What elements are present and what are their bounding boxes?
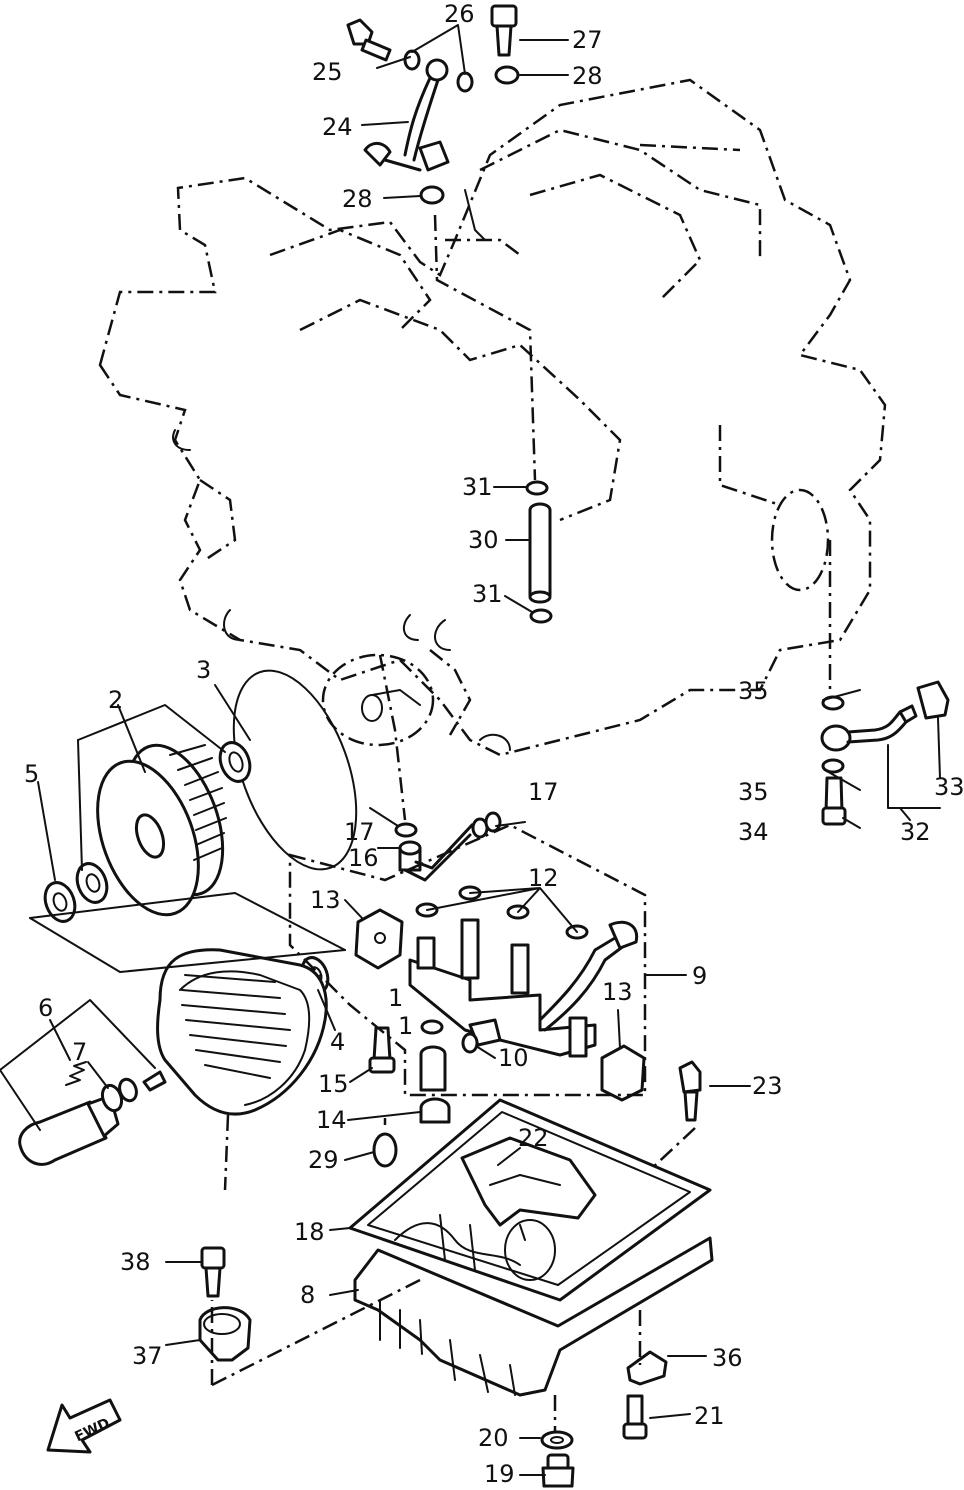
- callout-35-lower: 35: [738, 778, 769, 806]
- callout-28-mid: 28: [342, 185, 373, 213]
- part-6-spring: [65, 1061, 87, 1086]
- callout-15: 15: [318, 1070, 349, 1098]
- part-11-o-ring: [420, 1019, 444, 1035]
- part-35-o-ring-lower: [821, 758, 845, 774]
- leader-lines: [0, 24, 941, 1476]
- part-5-washer: [43, 881, 77, 923]
- callout-23: 23: [752, 1072, 783, 1100]
- part-filter-cover: [156, 948, 328, 1191]
- part-19-drain-bolt: [541, 1453, 575, 1488]
- part-2-oil-filter: [96, 743, 227, 917]
- callout-31-upper: 31: [462, 473, 493, 501]
- part-38-bolt: [200, 1246, 226, 1298]
- part-27-bolt: [490, 4, 518, 57]
- part-2-spring-seat: [75, 862, 109, 904]
- callout-3: 3: [196, 656, 211, 684]
- callout-26: 26: [444, 0, 475, 28]
- callout-1-upper: 1: [388, 984, 403, 1012]
- callout-22: 22: [518, 1124, 549, 1152]
- part-34-bolt: [821, 776, 847, 826]
- part-21-bolt: [622, 1394, 648, 1440]
- part-15-bolt: [368, 1026, 396, 1074]
- part-13-block: [354, 908, 404, 970]
- callout-12: 12: [528, 864, 559, 892]
- callout-33: 33: [934, 773, 964, 801]
- callout-7: 7: [72, 1038, 87, 1066]
- callout-18: 18: [294, 1218, 325, 1246]
- part-3-o-ring: [232, 669, 358, 871]
- part-22-strainer-plate: [460, 1136, 597, 1227]
- callout-20: 20: [478, 1424, 509, 1452]
- part-37-cover: [198, 1306, 252, 1362]
- callout-2: 2: [108, 686, 123, 714]
- part-9-pump-body: [408, 918, 639, 1058]
- parts-17-o-rings: [394, 811, 502, 839]
- callout-5: 5: [24, 760, 39, 788]
- callout-35-upper: 35: [738, 677, 769, 705]
- callout-labels: 25 26 27 28 24 28 31 30 31 3 2 5 35 35 3…: [24, 0, 964, 1488]
- callout-32: 32: [900, 818, 931, 846]
- part-8-oil-pan: [353, 1214, 714, 1397]
- part-31-o-ring-lower: [529, 608, 553, 624]
- part-28-washer-top: [494, 65, 520, 85]
- callout-14: 14: [316, 1106, 347, 1134]
- callout-30: 30: [468, 526, 499, 554]
- part-20-washer: [540, 1430, 574, 1450]
- part-10-o-ring: [461, 1032, 479, 1054]
- part-32-pipe-assembly: [820, 704, 918, 752]
- callout-34: 34: [738, 818, 769, 846]
- callout-28-top: 28: [572, 62, 603, 90]
- part-25-banjo-bolt: [346, 18, 392, 62]
- part-33-cap: [916, 680, 950, 720]
- callout-25: 25: [312, 58, 343, 86]
- callout-29: 29: [308, 1146, 339, 1174]
- part-6-bolt: [18, 1094, 120, 1166]
- callout-19: 19: [484, 1460, 515, 1488]
- part-13-block-right: [600, 1044, 646, 1102]
- part-14-pipe: [419, 1045, 451, 1124]
- callout-24: 24: [322, 113, 353, 141]
- forward-arrow-icon: FWD: [46, 1398, 122, 1454]
- callout-13-right: 13: [602, 978, 633, 1006]
- callout-16: 16: [348, 844, 379, 872]
- part-1-relief-spring: [142, 1070, 167, 1092]
- part-36-bracket: [626, 1350, 668, 1386]
- callout-36: 36: [712, 1344, 743, 1372]
- part-24-oil-delivery-pipe: [363, 58, 450, 172]
- part-28-washer-mid: [419, 185, 445, 205]
- callout-1-lower: 1: [398, 1012, 413, 1040]
- callout-10: 10: [498, 1044, 529, 1072]
- callout-38: 38: [120, 1248, 151, 1276]
- part-30-pipe: [528, 502, 552, 604]
- callout-6: 6: [38, 994, 53, 1022]
- part-7-o-ring: [100, 1077, 138, 1113]
- callout-21: 21: [694, 1402, 725, 1430]
- part-23-bolt: [678, 1060, 702, 1122]
- engine-block: [98, 78, 887, 757]
- part-31-o-ring-upper: [525, 480, 549, 496]
- part-2-filter-seal: [218, 741, 252, 783]
- callout-9: 9: [692, 962, 707, 990]
- callout-17-left: 17: [344, 818, 375, 846]
- part-29-plug: [372, 1132, 398, 1168]
- callout-8: 8: [300, 1281, 315, 1309]
- callout-13-left: 13: [310, 886, 341, 914]
- callout-31-lower: 31: [472, 580, 503, 608]
- callout-17-right: 17: [528, 778, 559, 806]
- callout-4: 4: [330, 1028, 345, 1056]
- callout-37: 37: [132, 1342, 163, 1370]
- callout-27: 27: [572, 26, 603, 54]
